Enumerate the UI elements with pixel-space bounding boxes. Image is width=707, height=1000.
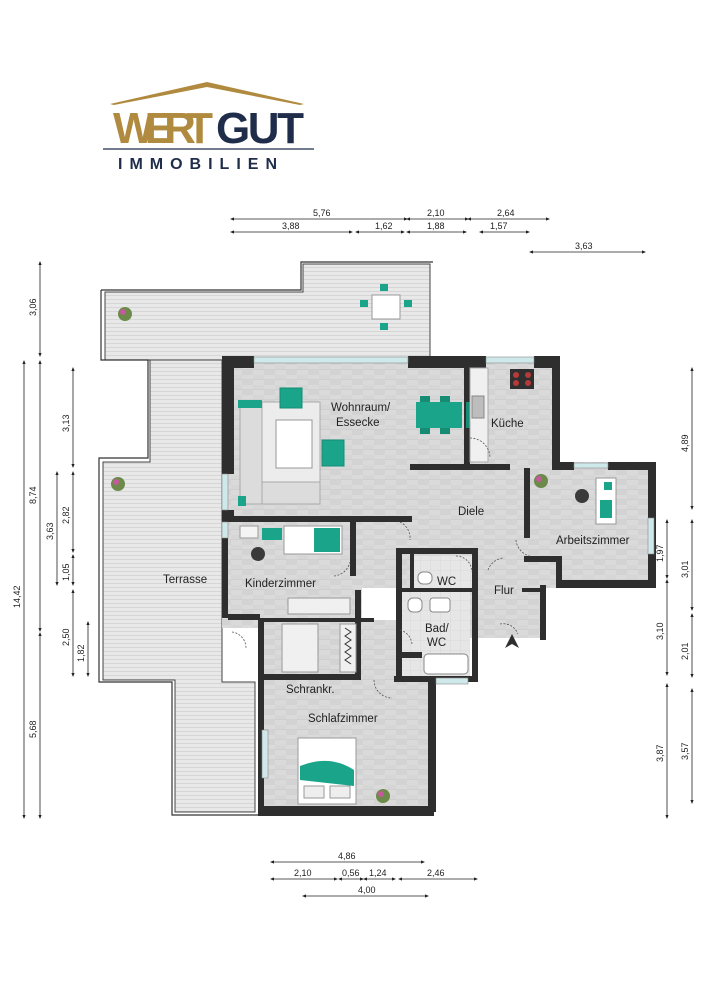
dim-label: 1,62 — [375, 221, 393, 231]
dim-label: 1,82 — [76, 644, 86, 662]
dim-label: 8,74 — [28, 486, 38, 504]
room-label-wohnraum: Wohnraum/ — [331, 402, 391, 414]
dim-label: 0,56 — [342, 868, 360, 878]
room-label-diele: Diele — [458, 506, 484, 518]
bed-icon — [297, 737, 357, 805]
dimension-labels-left: 3,06 14,42 8,74 3,13 3,63 2,82 1,05 2,50… — [12, 298, 86, 738]
room-label-wc: WC — [437, 576, 456, 588]
dim-label: 3,13 — [61, 414, 71, 432]
plant-icon — [534, 474, 548, 488]
dim-label: 3,87 — [655, 744, 665, 762]
logo: WERT GUT IMMOBILIEN — [103, 82, 314, 173]
toilet-icon — [417, 571, 433, 585]
dim-label: 3,63 — [575, 241, 593, 251]
dim-label: 14,42 — [12, 585, 22, 608]
room-label-flur: Flur — [494, 585, 514, 597]
kinder-wardrobe — [287, 597, 351, 615]
sofa-icon — [238, 387, 345, 506]
dim-label: 2,82 — [61, 506, 71, 524]
dimension-labels-top: 5,76 2,10 2,64 3,88 1,62 1,88 1,57 3,63 — [282, 208, 593, 251]
dining-set-icon — [360, 284, 412, 330]
dim-label: 3,88 — [282, 221, 300, 231]
dimension-lines-top — [230, 217, 646, 254]
plant-icon — [111, 477, 125, 491]
terrace — [98, 261, 433, 816]
house-roof-icon — [110, 82, 304, 105]
dim-label: 4,89 — [680, 434, 690, 452]
logo-word-gut: GUT — [216, 104, 304, 153]
sink-icon — [471, 395, 485, 419]
room-label-bad-wc: WC — [427, 637, 446, 649]
dim-label: 1,24 — [369, 868, 387, 878]
bathtub-icon — [423, 653, 469, 675]
stove-icon — [510, 369, 534, 389]
dim-label: 2,01 — [680, 642, 690, 660]
plant-icon — [118, 307, 132, 321]
room-label-kinderzimmer: Kinderzimmer — [245, 578, 316, 590]
logo-subtitle: IMMOBILIEN — [118, 156, 284, 173]
room-label-arbeitszimmer: Arbeitszimmer — [556, 535, 630, 547]
dim-label: 2,10 — [427, 208, 445, 218]
dim-label: 3,63 — [45, 522, 55, 540]
room-labels: Wohnraum/ Essecke Küche Diele Arbeitszim… — [163, 402, 630, 725]
room-label-schrankraum: Schrankr. — [286, 684, 335, 696]
room-label-schlafzimmer: Schlafzimmer — [308, 713, 378, 725]
room-label-kueche: Küche — [491, 418, 524, 430]
dim-label: 4,86 — [338, 851, 356, 861]
dim-label: 5,76 — [313, 208, 331, 218]
dim-label: 2,10 — [294, 868, 312, 878]
logo-word-wert: WERT — [113, 104, 213, 153]
windows — [221, 356, 655, 779]
dim-label: 1,05 — [61, 563, 71, 581]
dimension-labels-right: 4,89 1,97 3,01 3,10 2,01 3,87 3,57 — [655, 434, 690, 762]
dimension-lines-right — [665, 367, 694, 819]
dim-label: 3,06 — [28, 298, 38, 316]
dim-label: 1,88 — [427, 221, 445, 231]
wardrobe-icon — [281, 623, 357, 673]
dim-label: 2,50 — [61, 628, 71, 646]
room-label-essecke: Essecke — [336, 417, 379, 429]
dim-label: 2,46 — [427, 868, 445, 878]
entrance-arrow-icon — [505, 634, 519, 648]
dim-label: 1,57 — [490, 221, 508, 231]
dim-label: 1,97 — [655, 544, 665, 562]
dim-label: 3,01 — [680, 560, 690, 578]
furniture — [238, 367, 617, 805]
dimension-lines-left — [22, 261, 90, 819]
dim-label: 3,10 — [655, 622, 665, 640]
dim-label: 5,68 — [28, 720, 38, 738]
room-label-terrasse: Terrasse — [163, 574, 207, 586]
dim-label: 3,57 — [680, 742, 690, 760]
dim-label: 4,00 — [358, 885, 376, 895]
room-label-bad: Bad/ — [425, 623, 449, 635]
desk-icon — [575, 477, 617, 525]
doors — [231, 437, 531, 699]
plant-icon — [376, 789, 390, 803]
dimension-lines-bottom — [270, 860, 478, 898]
bath-toilet — [407, 597, 423, 613]
dim-label: 2,64 — [497, 208, 515, 218]
bed-icon — [239, 525, 343, 561]
dimension-labels-bottom: 4,86 2,10 0,56 1,24 2,46 4,00 — [294, 851, 445, 895]
bath-sink — [429, 597, 451, 613]
